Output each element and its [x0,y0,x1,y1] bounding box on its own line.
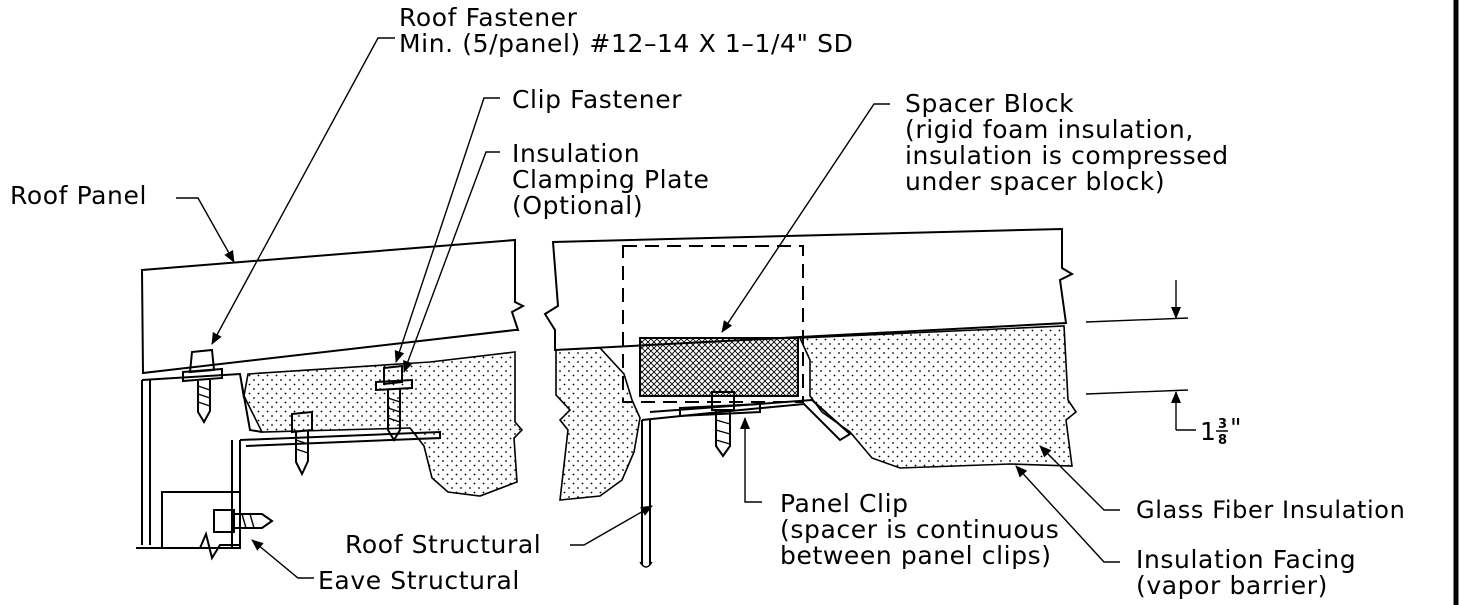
label-roof-structural: Roof Structural [345,530,541,559]
leader-lines [176,37,1120,579]
label-dimension-denominator: 8 [1218,433,1227,448]
label-roof-panel: Roof Panel [10,181,147,210]
roof-panel-left [140,238,526,375]
roof-fastener-screw [182,348,223,425]
insulation-right-b [798,325,1078,469]
label-insulation-plate-line1: Insulation [512,139,640,168]
panel-clip-screw [711,391,735,458]
eave-fastener-screw [213,509,274,533]
spacer-block [639,337,799,397]
roof-panel-right [543,227,1075,352]
label-eave-structural: Eave Structural [318,566,520,595]
label-spacer-block-line2: (rigid foam insulation, [905,115,1194,144]
clamping-plate-screw [291,410,313,477]
label-clip-fastener: Clip Fastener [512,85,682,114]
label-insulation-facing-line1: Insulation Facing [1136,545,1356,574]
label-dimension-numerator: 3 [1218,417,1227,432]
insulation-right-a [555,347,641,501]
label-spacer-block-line4: under spacer block) [905,167,1165,196]
label-insulation-facing-line2: (vapor barrier) [1136,571,1328,600]
eave-structural-member [136,372,441,561]
dimension-marker [1085,280,1196,431]
label-panel-clip-line3: between panel clips) [780,541,1052,570]
label-roof-fastener-line2: Min. (5/panel) #12–14 X 1–1/4" SD [399,29,854,58]
label-spacer-block-line1: Spacer Block [905,89,1074,118]
label-glass-fiber-insulation: Glass Fiber Insulation [1136,496,1405,524]
label-dimension-whole: 1 [1200,417,1217,446]
label-panel-clip-line2: (spacer is continuous [780,515,1059,544]
label-spacer-block-line3: insulation is compressed [905,141,1229,170]
label-insulation-plate-line3: (Optional) [512,191,643,220]
label-dimension-unit: " [1230,413,1242,442]
clip-fastener-screw [375,364,413,442]
label-roof-fastener-line1: Roof Fastener [399,3,578,32]
label-panel-clip-line1: Panel Clip [780,489,909,518]
label-insulation-plate-line2: Clamping Plate [512,165,709,194]
